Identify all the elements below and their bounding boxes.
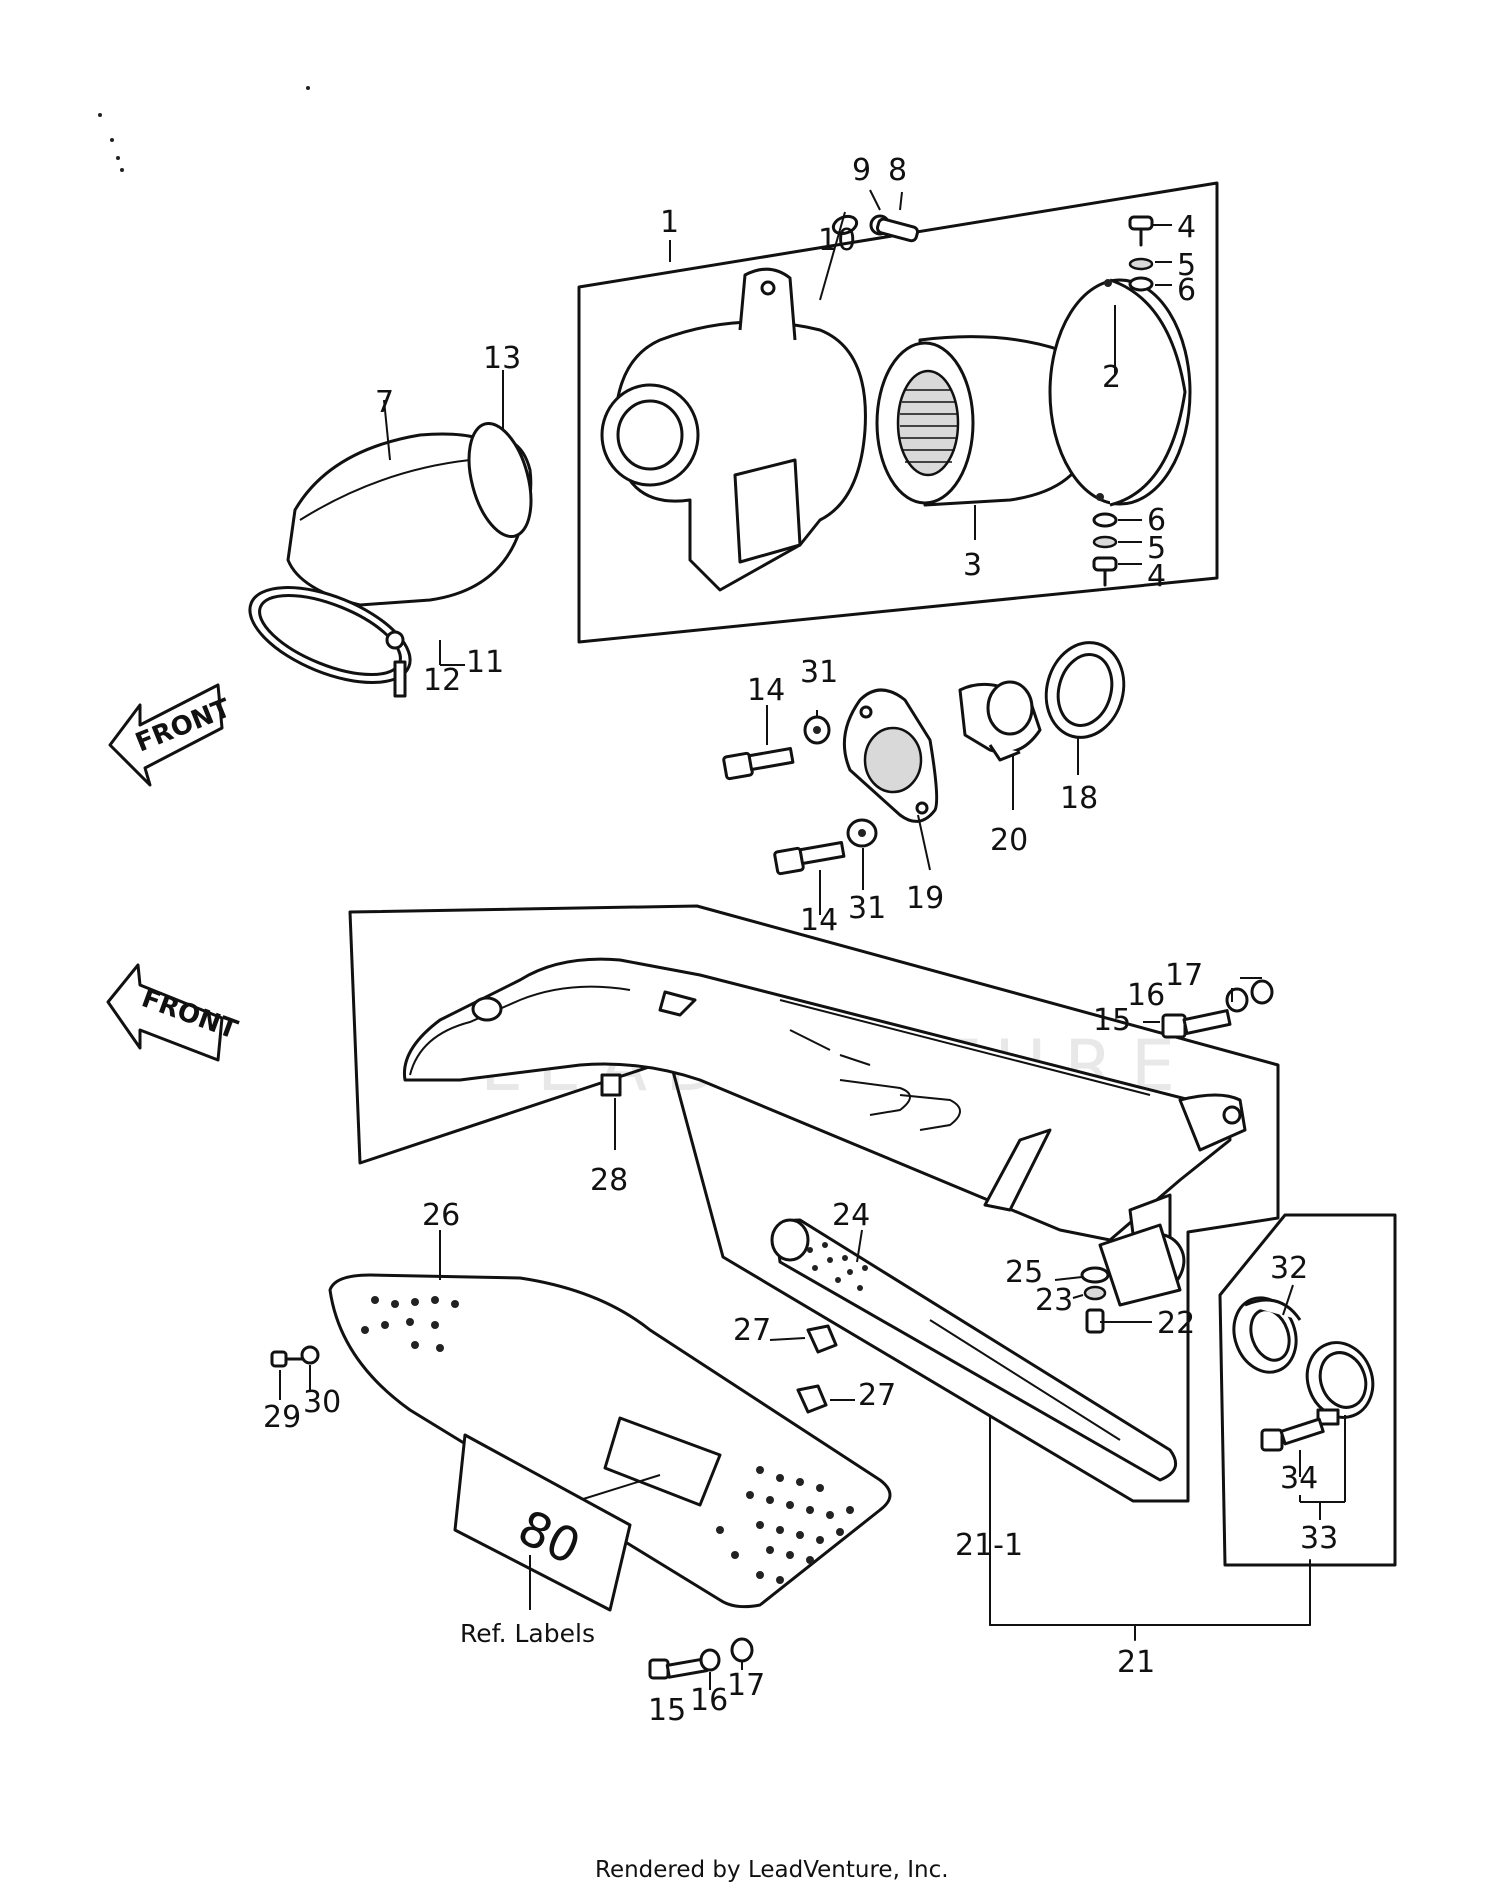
callout-15-upper: 15 (1093, 1003, 1131, 1038)
callout-4-top: 4 (1177, 210, 1196, 245)
exhaust-gasket (1044, 641, 1126, 739)
callout-18: 18 (1060, 781, 1098, 816)
callout-25: 25 (1005, 1255, 1043, 1290)
muffler-panel (348, 904, 1280, 1503)
callout-17-lower: 17 (727, 1668, 765, 1703)
callout-31-upper: 31 (800, 655, 838, 690)
silencer-baffle (770, 1218, 1178, 1482)
exhaust-pipe-holder (958, 680, 1042, 762)
baffle-bolt (1080, 1266, 1110, 1334)
footer-credit: Rendered by LeadVenture, Inc. (595, 1857, 949, 1883)
pipe-clamp (1305, 1341, 1375, 1426)
ref-labels-text: Ref. Labels (460, 1619, 595, 1648)
flange-bolt-upper (722, 715, 831, 781)
callout-28: 28 (590, 1163, 628, 1198)
spring-nut-27-upper (806, 1324, 838, 1354)
spring-nut-27-lower (796, 1384, 828, 1414)
callout-14-upper: 14 (747, 673, 785, 708)
callout-34: 34 (1280, 1461, 1318, 1496)
muffler-assembly: 15 16 17 28 24 25 23 22 (348, 904, 1280, 1585)
callout-13: 13 (483, 341, 521, 376)
callout-23: 23 (1035, 1283, 1073, 1318)
callout-9: 9 (852, 153, 871, 188)
callout-14-lower: 14 (800, 903, 838, 938)
air-cleaner-leader-lines (669, 189, 1172, 565)
callout-15-lower: 15 (648, 1693, 686, 1728)
callout-5-top: 5 (1177, 248, 1196, 283)
manifold-leader-lines (766, 705, 1079, 915)
callout-12: 12 (423, 663, 461, 698)
callout-29: 29 (263, 1400, 301, 1435)
callout-6-bottom: 6 (1147, 503, 1166, 538)
callout-16-upper: 16 (1127, 978, 1165, 1013)
cap-screw-bottom (1092, 512, 1118, 587)
muffler-leader-lines (614, 977, 1262, 1585)
callout-27-upper: 27 (733, 1313, 771, 1348)
clamp-panel (1218, 1213, 1397, 1567)
exhaust-pipe-body (402, 957, 1247, 1307)
callout-8: 8 (888, 153, 907, 188)
manifold-flange (842, 688, 939, 823)
air-cleaner-cap (1048, 278, 1192, 507)
air-cleaner-assembly: 1 2 3 4 5 6 6 5 4 8 9 10 (577, 153, 1219, 644)
callout-16-lower: 16 (690, 1683, 728, 1718)
callout-17-upper: 17 (1165, 958, 1203, 993)
callout-19: 19 (906, 881, 944, 916)
intake-duct-group: 7 13 11 12 (248, 341, 533, 698)
front-arrow-bottom: FRONT (106, 963, 242, 1062)
callout-1: 1 (660, 205, 679, 240)
exhaust-seal (1232, 1296, 1302, 1374)
callout-22: 22 (1157, 1306, 1195, 1341)
pipe-clamp-group: 32 34 33 (1218, 1213, 1397, 1567)
callout-3: 3 (963, 548, 982, 583)
callout-2: 2 (1102, 360, 1121, 395)
muffler-cover-group: 80 Ref. Labels 26 27 (263, 1198, 896, 1728)
callout-30: 30 (303, 1385, 341, 1420)
air-cleaner-housing (600, 267, 867, 592)
flange-bolt-lower (773, 818, 878, 876)
ref-label-plate: 80 (453, 1433, 632, 1612)
callout-21: 21 (1117, 1645, 1155, 1680)
callout-27-lower: 27 (858, 1378, 896, 1413)
callout-33: 33 (1300, 1521, 1338, 1556)
cap-screw-top (1128, 215, 1154, 292)
clamp-bolt (1260, 1417, 1325, 1452)
callout-26: 26 (422, 1198, 460, 1233)
callout-20: 20 (990, 823, 1028, 858)
callout-5-bottom: 5 (1147, 531, 1166, 566)
callout-24: 24 (832, 1198, 870, 1233)
callout-4-bottom: 4 (1147, 559, 1166, 594)
callout-10: 10 (818, 223, 856, 258)
assembly-21-bracket (989, 1559, 1311, 1641)
callout-21-1: 21-1 (955, 1528, 1023, 1563)
cover-perforations (361, 1296, 854, 1584)
callout-6-top: 6 (1177, 273, 1196, 308)
front-arrow-top: FRONT (108, 683, 235, 787)
callout-7: 7 (375, 385, 394, 420)
callout-32: 32 (1270, 1251, 1308, 1286)
spring-nut (600, 1073, 622, 1097)
cover-bolt-15-lower (648, 1637, 754, 1680)
scan-specks (98, 86, 310, 172)
air-cleaner-panel (577, 181, 1219, 644)
muffler-cover (328, 1273, 892, 1609)
callout-31-lower: 31 (848, 891, 886, 926)
muffler-mount-bolt-upper (1161, 979, 1274, 1039)
callout-11: 11 (466, 645, 504, 680)
exhaust-manifold-group: 14 31 14 31 19 20 18 (722, 641, 1126, 938)
cover-bolt-29 (270, 1345, 320, 1368)
